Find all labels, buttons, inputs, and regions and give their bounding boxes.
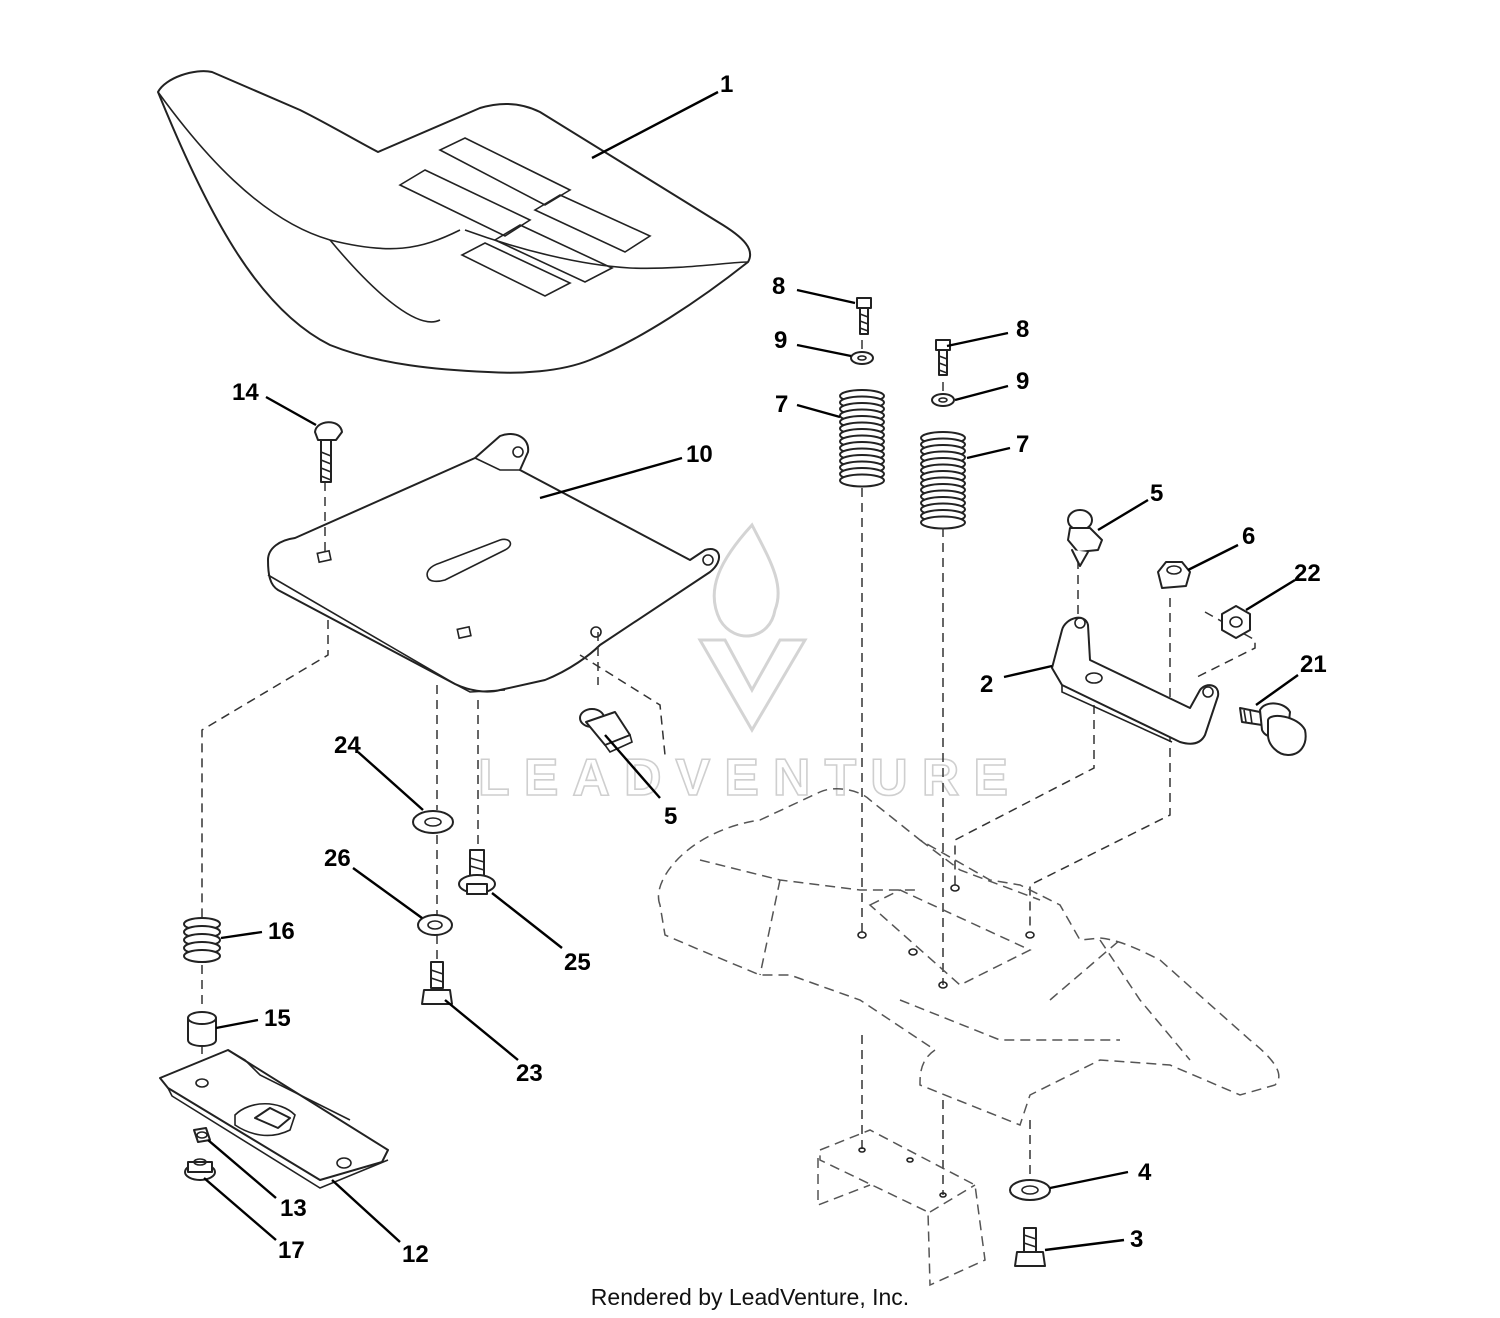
- callout-24: 24: [334, 732, 361, 759]
- nut-6: [1157, 561, 1191, 589]
- flange-nut-17: [184, 1158, 216, 1181]
- carriage-bolt: [314, 421, 343, 483]
- callout-6: 6: [1242, 523, 1255, 550]
- spring-coil: [920, 515, 966, 530]
- callout-21: 21: [1300, 651, 1327, 678]
- washer-4: [1009, 1179, 1051, 1201]
- seat-pan: [267, 433, 720, 693]
- watermark: LEADVENTURE: [477, 522, 1022, 808]
- assembly-lines-left: [201, 482, 666, 1085]
- callout-labels: 1 2 3 4 5 5 6 7 7 8 8 9 9 10 12 13 14 15…: [232, 71, 1327, 1268]
- callout-23: 23: [516, 1060, 543, 1087]
- callout-3: 3: [1130, 1226, 1143, 1253]
- watermark-text: LEADVENTURE: [478, 749, 1022, 807]
- callout-7-right: 7: [1016, 431, 1029, 458]
- callout-15: 15: [264, 1005, 291, 1032]
- mounting-plate-12: [159, 1049, 389, 1189]
- washer-9-right: [931, 393, 955, 407]
- clip-left: [579, 708, 633, 754]
- bolt-8-left: [856, 297, 872, 335]
- callout-17: 17: [278, 1237, 305, 1264]
- callout-9-left: 9: [774, 327, 787, 354]
- callout-8-left: 8: [772, 273, 785, 300]
- callout-13: 13: [280, 1195, 307, 1222]
- callout-7-left: 7: [775, 391, 788, 418]
- callout-9-right: 9: [1016, 368, 1029, 395]
- callout-8-right: 8: [1016, 316, 1029, 343]
- pin-21: [1239, 702, 1307, 756]
- callout-2: 2: [980, 671, 993, 698]
- bolt-23: [421, 961, 453, 1005]
- lock-washer-26: [417, 914, 453, 936]
- shoulder-bolt-25: [458, 849, 496, 895]
- callout-5-right: 5: [1150, 480, 1163, 507]
- callout-25: 25: [564, 949, 591, 976]
- bracket-2: [1051, 616, 1220, 745]
- bolt-3: [1014, 1227, 1046, 1267]
- spring-coil: [839, 473, 885, 488]
- clip-right: [1067, 509, 1103, 567]
- spring-7-right: [920, 431, 966, 530]
- seat: [157, 70, 752, 374]
- callout-16: 16: [268, 918, 295, 945]
- callout-26: 26: [324, 845, 351, 872]
- washer-24: [412, 810, 454, 834]
- callout-14: 14: [232, 379, 259, 406]
- spring-16: [183, 917, 221, 963]
- spring-7-left: [839, 389, 885, 488]
- callout-1: 1: [720, 71, 733, 98]
- callout-5-left: 5: [664, 803, 677, 830]
- leader-lines: [203, 90, 1299, 1252]
- nut-13: [193, 1127, 211, 1143]
- tractor-frame-phantom: [657, 788, 1280, 1287]
- bushing-15: [187, 1011, 217, 1047]
- callout-22: 22: [1294, 560, 1321, 587]
- callout-4: 4: [1138, 1159, 1152, 1186]
- washer-9-left: [850, 351, 874, 365]
- callout-12: 12: [402, 1241, 429, 1268]
- footer-credit: Rendered by LeadVenture, Inc.: [590, 1284, 910, 1310]
- nut-22: [1221, 605, 1251, 639]
- callout-10: 10: [686, 441, 713, 468]
